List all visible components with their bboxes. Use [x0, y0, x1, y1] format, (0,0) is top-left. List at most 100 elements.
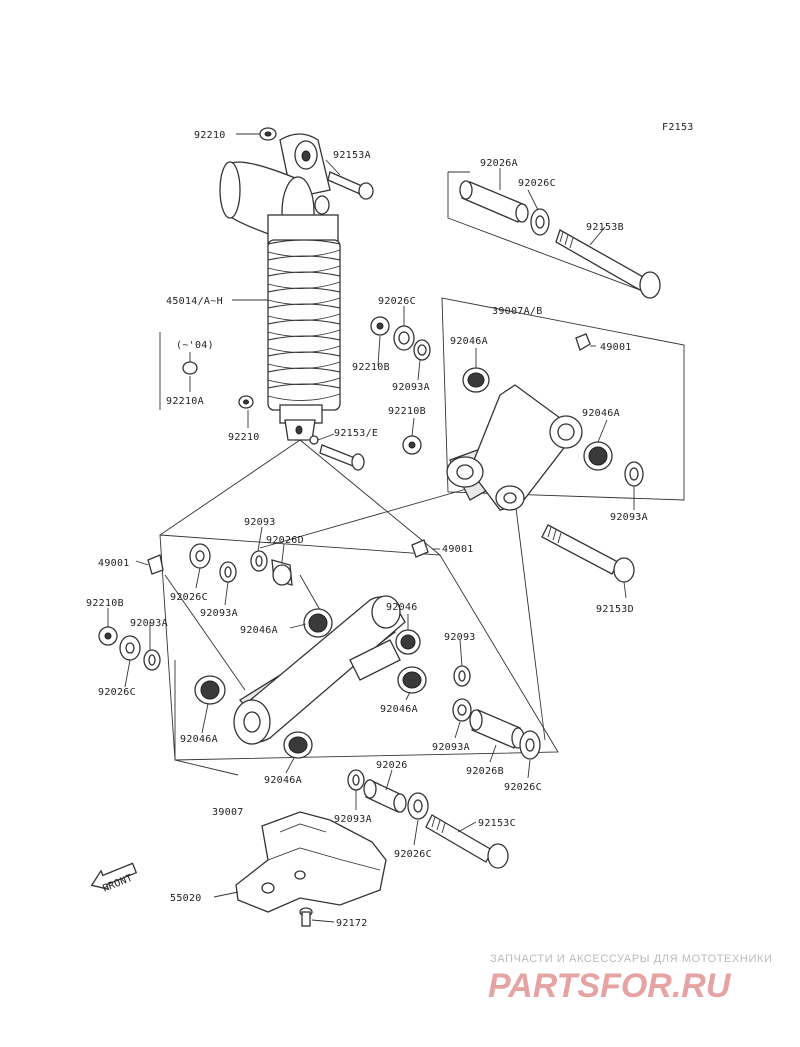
watermark-tagline: ЗАПЧАСТИ И АКСЕССУАРЫ ДЛЯ МОТОТЕХНИКИ: [490, 953, 772, 965]
callout-92046a-c2: 92046A: [380, 704, 418, 715]
callout-04: (~'04): [176, 340, 214, 351]
callout-92026c-l2: 92026C: [98, 687, 136, 698]
bolt-92153d: [541, 524, 635, 583]
callout-92093a-r: 92093A: [610, 512, 648, 523]
callout-92026a: 92026A: [480, 158, 518, 169]
callout-92093a-c: 92093A: [432, 742, 470, 753]
figure-code: F2153: [662, 122, 694, 133]
bearing-92046a-r2: [583, 441, 613, 471]
callout-92093a-b: 92093A: [334, 814, 372, 825]
link-line: [164, 574, 246, 691]
rocker-arm-39007ab: [446, 384, 583, 511]
callout-92153a: 92153A: [333, 150, 371, 161]
bearing-92046a-b: [283, 731, 313, 759]
washer-92026c-b2: [407, 792, 429, 820]
washer-92093a-l: [219, 561, 237, 583]
sleeve-92026: [363, 779, 407, 813]
washer-92026c-mid: [393, 325, 415, 351]
callout-39007: 39007: [212, 807, 244, 818]
callout-49001-r: 49001: [600, 342, 632, 353]
grease-fitting-49001-r: [575, 333, 591, 351]
washer-92093a-c: [452, 698, 472, 722]
group-bracket-39007: [174, 660, 239, 776]
callout-92093a-mid: 92093A: [392, 382, 430, 393]
collar-92210b-l: [98, 626, 118, 646]
callout-92093-a: 92093: [244, 517, 276, 528]
callout-92046a-l: 92046A: [180, 734, 218, 745]
callout-92026: 92026: [376, 760, 408, 771]
washer-92093a-b: [347, 769, 365, 791]
callout-92026c-mid: 92026C: [378, 296, 416, 307]
group-bracket-92026a: [447, 172, 641, 291]
collar-92210b-mid: [370, 316, 390, 336]
callout-92026c-b2: 92026C: [394, 849, 432, 860]
bearing-92046a-r1: [462, 367, 490, 393]
bolt-92153e: [309, 435, 365, 471]
callout-92153b: 92153B: [586, 222, 624, 233]
washer-92093a-l2: [143, 649, 161, 671]
bolt-92153c: [425, 814, 509, 869]
callout-92026d: 92026D: [266, 535, 304, 546]
callout-92046a-c: 92046A: [240, 625, 278, 636]
bolt-92172: [299, 907, 313, 927]
callout-92210b-l: 92210B: [86, 598, 124, 609]
callout-92153d: 92153D: [596, 604, 634, 615]
link-line: [514, 499, 546, 741]
callout-92210a: 92210A: [166, 396, 204, 407]
washer-92093a-r: [624, 461, 644, 487]
grease-fitting-49001-l: [147, 554, 164, 575]
tie-rod-39007: [233, 595, 406, 745]
nut-92210a: [182, 361, 198, 375]
callout-92153c: 92153C: [478, 818, 516, 829]
washer-92093-a: [250, 550, 268, 572]
washer-92026c-b: [519, 730, 541, 760]
callout-92046a-r1: 92046A: [450, 336, 488, 347]
link-line: [299, 439, 441, 556]
link-line: [299, 574, 321, 611]
callout-92046a-r2: 92046A: [582, 408, 620, 419]
callout-92026c-b: 92026C: [504, 782, 542, 793]
callout-92046: 92046: [386, 602, 418, 613]
washer-92093-b: [453, 665, 471, 687]
callout-92046a-b: 92046A: [264, 775, 302, 786]
guard-55020: [235, 811, 387, 913]
callout-55020: 55020: [170, 893, 202, 904]
callout-92093-b: 92093: [444, 632, 476, 643]
link-line: [259, 487, 471, 549]
callout-92210b-r: 92210B: [388, 406, 426, 417]
callout-92093a-l2: 92093A: [130, 618, 168, 629]
watermark-brand: PARTSFOR.RU: [488, 967, 732, 1005]
shock-absorber: [219, 133, 341, 441]
callout-92093a-l: 92093A: [200, 608, 238, 619]
group-outline-39007: [159, 534, 559, 761]
nut-92210-top: [259, 127, 277, 141]
front-arrow-icon: [90, 862, 138, 891]
callout-92210b-mid: 92210B: [352, 362, 390, 373]
callout-92026c: 92026C: [518, 178, 556, 189]
callout-92026c-l: 92026C: [170, 592, 208, 603]
link-line: [159, 439, 301, 536]
callout-45014: 45014/A~H: [166, 296, 223, 307]
callout-92172: 92172: [336, 918, 368, 929]
washer-92026c-l: [189, 543, 211, 569]
collar-92210b-r: [402, 435, 422, 455]
sleeve-92026a: [459, 180, 529, 223]
callout-92210: 92210: [194, 130, 226, 141]
bolt-92153b: [555, 229, 661, 299]
bolt-92153a: [327, 171, 374, 200]
grease-fitting-49001-c: [411, 539, 429, 558]
callout-92153e: 92153/E: [334, 428, 378, 439]
bearing-92046a-c: [303, 608, 333, 638]
washer-92026c-top: [530, 208, 550, 236]
leader-lines: [107, 133, 635, 923]
bearing-92046: [395, 629, 421, 655]
nut-92210-low: [238, 395, 254, 409]
callout-49001-l: 49001: [98, 558, 130, 569]
callout-49001-c: 49001: [442, 544, 474, 555]
group-outline-39007ab: [441, 297, 685, 501]
bearing-92046a-c2: [397, 666, 427, 694]
washer-92093a-mid: [413, 339, 431, 361]
washer-92026c-l2: [119, 635, 141, 661]
callout-39007ab: 39007A/B: [492, 306, 543, 317]
